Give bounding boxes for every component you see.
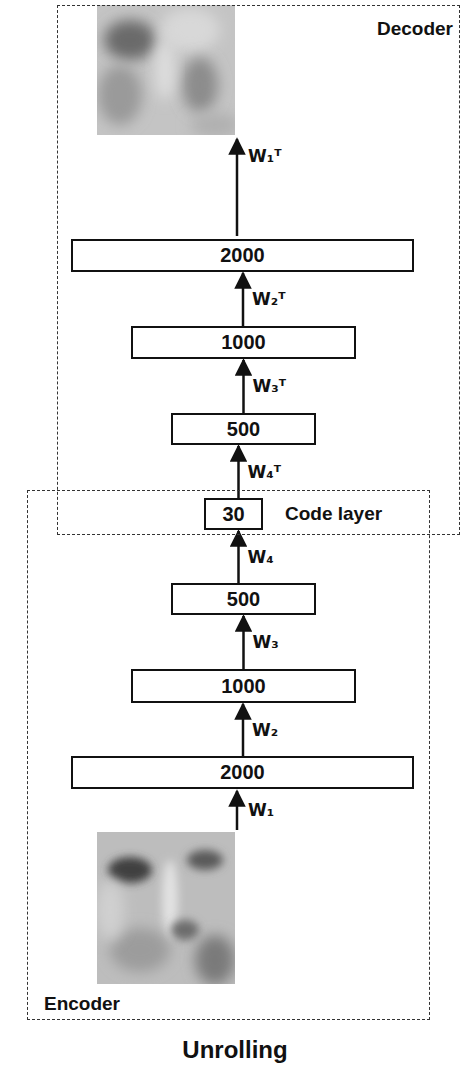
weight-label: W₁ᵀ [246,146,284,166]
weight-arrow [237,531,240,583]
layer-box: 1000 [131,669,356,703]
layer-name: Code layer [285,503,382,525]
network-region: Decoder 2000 1000 500 [57,5,460,535]
reconstructed-face [97,5,235,135]
unit-count: 1000 [221,675,266,698]
layer-box: 30Code layer [204,498,263,530]
weight-arrow [237,446,240,498]
layer-box: 500 [171,583,316,615]
region-title: Decoder [377,18,453,40]
region-title: Encoder [44,993,120,1015]
layer-box: 1000 [131,326,356,359]
weight-label: W₄ [246,547,276,567]
weight-label: W₄ᵀ [246,462,284,482]
weight-arrow [242,704,245,756]
network-region: Encoder30Code layer50010002000 [27,490,430,1020]
unit-count: 500 [227,588,260,611]
weight-label: W₃ᵀ [251,376,289,396]
unit-count: 2000 [220,244,265,267]
weight-arrow [236,791,239,830]
weight-label: W₃ [251,632,281,652]
weight-arrow [242,360,245,413]
unit-count: 30 [222,503,244,526]
weight-label: W₂ᵀ [250,289,288,309]
weight-label: W₁ [246,800,276,820]
layer-box: 2000 [71,756,414,789]
layer-box: 500 [171,413,316,445]
unit-count: 2000 [220,761,265,784]
weight-arrow [236,139,239,236]
weight-arrow [242,616,245,669]
figure-caption: Unrolling [182,1036,287,1064]
input-face [97,832,235,984]
unit-count: 1000 [221,331,266,354]
layer-box: 2000 [71,239,414,272]
unit-count: 500 [227,418,260,441]
weight-arrow [242,273,245,326]
weight-label: W₂ [250,720,280,740]
